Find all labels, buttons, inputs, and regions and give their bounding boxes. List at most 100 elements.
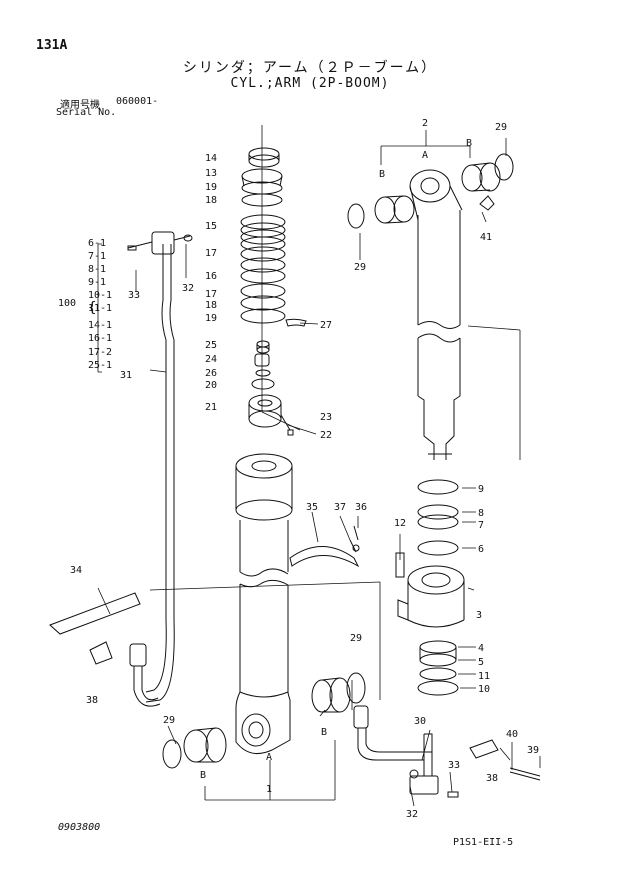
callout: 33	[448, 760, 460, 771]
callout: 13	[205, 168, 217, 179]
ring-6	[417, 540, 459, 556]
svg-text:{: {	[88, 300, 96, 316]
callout: 40	[506, 729, 518, 740]
retaining-clip	[285, 318, 307, 327]
callout: 32	[182, 283, 194, 294]
callout: 5	[478, 657, 484, 668]
kit-item: 10-1	[88, 290, 112, 301]
callout: 6	[478, 544, 484, 555]
callout: 25	[205, 340, 217, 351]
pipe-30	[353, 705, 439, 795]
callout: 16	[205, 271, 217, 282]
title-english: CYL.;ARM (2P-BOOM)	[230, 76, 390, 91]
callout: 3	[476, 610, 482, 621]
serial-label-english: Serial No.	[56, 107, 117, 118]
kit-item: 6-1	[88, 238, 106, 249]
callout: 21	[205, 402, 217, 413]
kit-item: 16-1	[88, 333, 112, 344]
callout: 7	[478, 520, 484, 531]
callout: 38	[486, 773, 498, 784]
title-japanese: シリンダ；アーム（２Ｐ－ブーム）	[182, 60, 438, 76]
callout: 30	[414, 716, 426, 727]
ring-7	[417, 514, 459, 530]
callout: 26	[205, 368, 217, 379]
callout: 29	[354, 262, 366, 273]
callout: 23	[320, 412, 332, 423]
ring-9	[417, 479, 459, 495]
ring-5	[419, 653, 457, 667]
hardware-small	[127, 245, 459, 798]
callout: 41	[480, 232, 492, 243]
callout-labels: 14 13 19 18 15 17 16 17 18 19 25 24 26 2…	[70, 118, 539, 820]
callout: 33	[128, 290, 140, 301]
pipe-band	[289, 546, 360, 568]
serial-label-japanese: 適用号機	[60, 100, 100, 111]
callout: B	[466, 138, 472, 149]
callout: 19	[205, 182, 217, 193]
callout: 32	[406, 809, 418, 820]
callout: 20	[205, 380, 217, 391]
callout: 10	[478, 684, 490, 695]
kit-item: 11-1	[88, 303, 112, 314]
lower-left-pipe	[129, 643, 161, 707]
ring-8	[417, 504, 459, 520]
piston-nut	[248, 394, 282, 428]
callout: 17	[205, 248, 217, 259]
piston-rod	[409, 169, 463, 460]
pipe-line	[127, 231, 193, 703]
clamp-38-right	[469, 739, 499, 759]
callout: 24	[205, 354, 217, 365]
callout: 2	[422, 118, 428, 129]
ring-10	[417, 680, 459, 696]
callout: 4	[478, 643, 484, 654]
kit-item: 8-1	[88, 264, 106, 275]
kit-label: 100	[58, 298, 76, 309]
callout: 29	[495, 122, 507, 133]
callout: 29	[350, 633, 362, 644]
cushion-parts	[251, 340, 275, 390]
callout: B	[200, 770, 206, 781]
callout: 36	[355, 502, 367, 513]
callout: A	[266, 752, 272, 763]
bushing-right	[311, 672, 366, 713]
callout: 22	[320, 430, 332, 441]
gland-seal-stack	[240, 147, 286, 324]
kit-item: 7-1	[88, 251, 106, 262]
callout: 8	[478, 508, 484, 519]
callout: 38	[86, 695, 98, 706]
callout: 37	[334, 502, 346, 513]
callout: 15	[205, 221, 217, 232]
page-id: 131A	[36, 38, 68, 53]
callout: 29	[163, 715, 175, 726]
callout: 18	[205, 195, 217, 206]
callout: 1	[266, 784, 272, 795]
cylinder-head	[395, 552, 465, 628]
callout: 39	[527, 745, 539, 756]
kit-item: 14-1	[88, 320, 112, 331]
callout: 14	[205, 153, 217, 164]
callout: A	[422, 150, 428, 161]
callout: 11	[478, 671, 490, 682]
callout: 17	[205, 289, 217, 300]
kit-item: 17-2	[88, 347, 112, 358]
kit-list: 100 { 6-1 7-1 8-1 9-1 10-1 11-1 14-1 16-…	[58, 238, 112, 371]
serial-value: 060001-	[116, 96, 159, 107]
ring-11	[419, 667, 457, 681]
page-reference: P1S1-EII-5	[453, 837, 514, 848]
kit-item: 25-1	[88, 360, 112, 371]
leader-lines	[97, 125, 541, 807]
clamp-38-left	[89, 641, 113, 665]
callout: 12	[394, 518, 406, 529]
callout: B	[379, 169, 385, 180]
set-screw	[287, 429, 294, 436]
bracket	[49, 592, 141, 635]
rod-bushings	[347, 153, 514, 229]
cylinder-tube	[235, 453, 293, 755]
doc-code: 0903800	[58, 822, 101, 833]
callout: B	[321, 727, 327, 738]
callout: 34	[70, 565, 82, 576]
callout: 18	[205, 300, 217, 311]
callout: 9	[478, 484, 484, 495]
callout: 35	[306, 502, 318, 513]
